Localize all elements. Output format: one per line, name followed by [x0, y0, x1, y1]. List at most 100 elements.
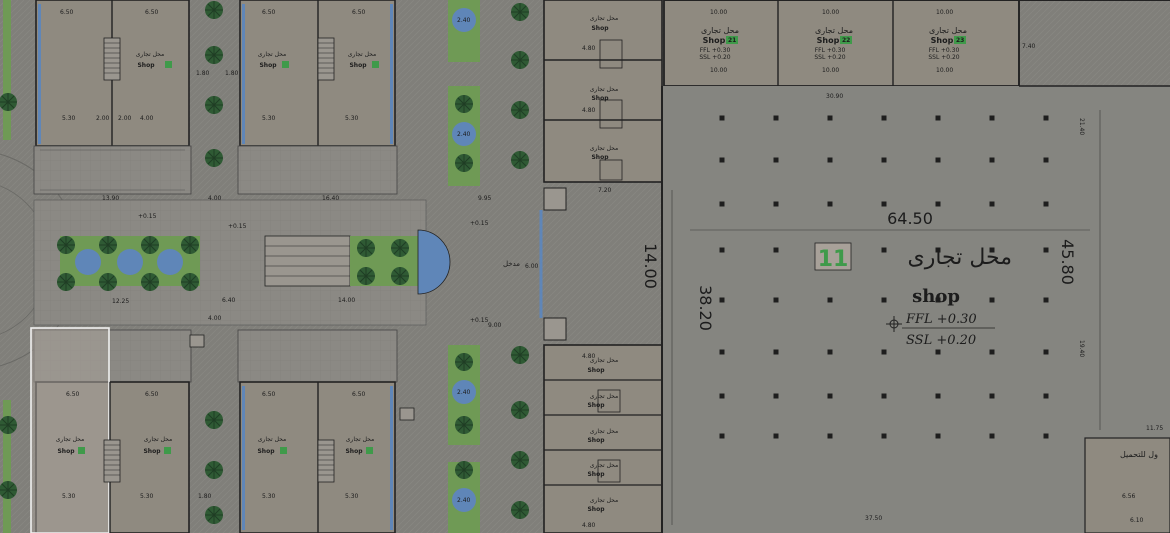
shop-cluster-top-mid: 6.50 6.50 5.30 5.30 محل تجارى Shop محل ت… — [237, 0, 398, 195]
structural-column — [935, 297, 941, 303]
svg-text:Shop: Shop — [137, 62, 155, 69]
dim-width: 6.50 — [60, 9, 74, 16]
structural-column — [773, 433, 779, 439]
structural-column — [935, 349, 941, 355]
gate-post — [543, 187, 567, 211]
structural-column — [773, 201, 779, 207]
svg-text:22: 22 — [842, 37, 850, 44]
structural-column — [719, 201, 725, 207]
structural-column — [827, 115, 833, 121]
structural-column — [773, 157, 779, 163]
top-shops-row: 10.00 10.00 10.00 10.00 10.00 10.00 7.40… — [663, 0, 1170, 87]
structural-column — [827, 349, 833, 355]
dim-width: 6.50 — [145, 9, 159, 16]
plaza-dim: 12.25 — [112, 298, 129, 305]
svg-text:محل تجارى: محل تجارى — [701, 26, 739, 35]
plaza-level: +0.15 — [228, 223, 247, 230]
main-front-dim: 14.00 — [641, 243, 660, 289]
svg-text:محل تجارى: محل تجارى — [590, 357, 619, 364]
structural-column — [1043, 247, 1049, 253]
small-shop-label: محل تجارى Shop — [257, 436, 287, 455]
svg-text:Shop: Shop — [349, 62, 367, 69]
plaza-level: +0.15 — [470, 317, 489, 324]
svg-text:محل تجارى: محل تجارى — [590, 497, 619, 504]
structural-column — [773, 297, 779, 303]
planter — [399, 407, 415, 421]
small-shop-label: محل تجارى Shop — [136, 51, 172, 69]
structural-column — [1043, 157, 1049, 163]
svg-text:SSL +0.20: SSL +0.20 — [814, 54, 845, 61]
structural-column — [827, 297, 833, 303]
fountain-dim: 2.40 — [457, 497, 471, 504]
svg-text:محل تجارى: محل تجارى — [258, 51, 287, 58]
structural-column — [881, 297, 887, 303]
plaza-dim: 9.00 — [488, 322, 502, 329]
structural-column — [989, 201, 995, 207]
main-inner-dim: 38.20 — [696, 285, 715, 331]
main-depth-dim: 45.80 — [1058, 239, 1077, 285]
top-shop-dim: 10.00 — [710, 9, 727, 16]
planter — [189, 334, 205, 348]
main-bottom-dim: 37.50 — [865, 515, 882, 522]
small-shop-label: محل تجارى Shop — [587, 393, 618, 409]
svg-text:21: 21 — [728, 37, 736, 44]
small-shop-label: محل تجارى Shop — [348, 51, 379, 69]
plaza-dim: 6.00 — [525, 263, 539, 270]
small-shop-label: محل تجارى Shop — [587, 462, 618, 478]
dim-stair: 2.00 — [118, 115, 132, 122]
loading-dim: 6.56 — [1122, 493, 1136, 500]
svg-text:Shop: Shop — [587, 506, 605, 513]
svg-text:محل تجارى: محل تجارى — [346, 436, 375, 443]
shop-22-label: محل تجارى Shop 22 FFL +0.30 SSL +0.20 — [814, 26, 853, 61]
strip-dim: 4.80 — [582, 522, 596, 529]
svg-text:Shop: Shop — [587, 471, 605, 478]
svg-text:محل تجارى: محل تجارى — [590, 428, 619, 435]
svg-text:SSL +0.20: SSL +0.20 — [928, 54, 959, 61]
dim-width: 6.50 — [262, 391, 276, 398]
structural-column — [935, 433, 941, 439]
loading-label: ول للتحميل — [1120, 450, 1158, 459]
svg-text:محل تجارى: محل تجارى — [590, 393, 619, 400]
main-shop-number-badge — [814, 242, 852, 271]
structural-column — [881, 247, 887, 253]
central-plaza: +0.15 +0.15 13.90 16.40 4.00 12.25 6.40 … — [33, 195, 539, 329]
top-shop-side-dim: 7.40 — [1022, 43, 1036, 50]
structural-column — [719, 349, 725, 355]
structural-column — [881, 433, 887, 439]
structural-column — [719, 393, 725, 399]
svg-text:محل تجارى: محل تجارى — [590, 15, 619, 22]
structural-column — [989, 393, 995, 399]
dim-col: 1.80 — [225, 70, 239, 77]
strip-shops-bottom: 4.80 4.80 محل تجارى Shop محل تجارى Shop … — [543, 344, 663, 533]
svg-text:Shop: Shop — [931, 36, 954, 45]
dim-width: 6.50 — [352, 391, 366, 398]
strip-dim: 7.20 — [598, 187, 612, 194]
small-shop-label: محل تجارى Shop — [590, 15, 619, 32]
svg-text:Shop: Shop — [587, 367, 605, 374]
main-shop-title-ar: محل تجارى — [907, 245, 1012, 270]
loading-dim: 6.10 — [1130, 517, 1144, 524]
svg-text:FFL +0.30: FFL +0.30 — [815, 47, 846, 54]
small-shop-label: محل تجارى Shop — [590, 145, 619, 161]
svg-text:محل تجارى: محل تجارى — [815, 26, 853, 35]
structural-column — [935, 247, 941, 253]
structural-column — [773, 349, 779, 355]
svg-text:محل تجارى: محل تجارى — [590, 462, 619, 469]
dim-width: 6.50 — [145, 391, 159, 398]
structural-column — [827, 157, 833, 163]
svg-text:Shop: Shop — [703, 36, 726, 45]
main-right-side-dim: 19.40 — [1078, 340, 1085, 357]
structural-column — [773, 393, 779, 399]
dim-stair: 2.00 — [96, 115, 110, 122]
structural-column — [719, 157, 725, 163]
structural-column — [719, 297, 725, 303]
loading-dim: 11.75 — [1146, 425, 1163, 432]
plaza-dim: 9.95 — [478, 195, 492, 202]
plaza-level: +0.15 — [138, 213, 157, 220]
main-side-dim: 21.40 — [1078, 118, 1085, 135]
strip-dim: 4.80 — [582, 353, 596, 360]
svg-text:Shop: Shop — [587, 402, 605, 409]
structural-column — [773, 247, 779, 253]
main-shop-11: 11.75 6.56 6.10 ول للتحميل — [661, 0, 1170, 533]
svg-text:SSL +0.20: SSL +0.20 — [699, 54, 730, 61]
